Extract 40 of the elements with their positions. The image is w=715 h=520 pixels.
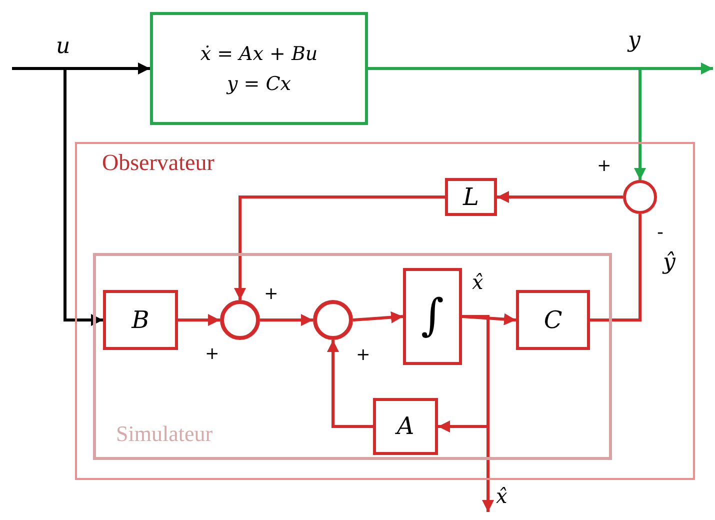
equation: ẋ = Ax + Bu [200,42,318,66]
block-symbol: L [463,184,479,210]
system-block [150,12,368,125]
gain-block [373,398,438,455]
arrow [260,314,313,326]
signal-label: x̂ [472,272,484,292]
integrator-block [403,268,462,365]
group-title: Observateur [102,150,214,176]
sign-label: + [205,346,220,363]
signal-label: y [628,30,640,52]
block-symbol: C [544,306,562,334]
simulator-frame [93,253,612,460]
block-symbol: A [396,413,414,440]
signal-arrow [12,62,150,74]
sign-label: + [264,286,278,303]
observer-frame [75,142,695,480]
arrow [368,67,646,180]
summing-junction [220,300,260,340]
summing-junction [623,180,657,214]
signal-label: x̂ [496,486,508,506]
connector-line [590,214,642,322]
signal-label: ŷ [663,252,676,274]
sign-label: + [356,347,370,364]
signal-arrow [64,70,103,326]
arrow [178,314,220,326]
arrow [497,191,623,203]
group-title: Simulateur [116,421,213,447]
gain-block [445,178,497,216]
arrow [352,311,404,324]
gain-block [516,290,590,350]
summing-junction [313,300,353,340]
sign-label: - [657,224,664,242]
gain-block [103,290,178,350]
signal-label: u [56,36,70,58]
integral-sign: ∫ [421,292,444,341]
arrow [234,196,445,300]
block-symbol: B [132,306,150,334]
equation: y = Cx [227,72,291,96]
arrow [327,340,373,428]
sign-label: + [597,158,612,175]
